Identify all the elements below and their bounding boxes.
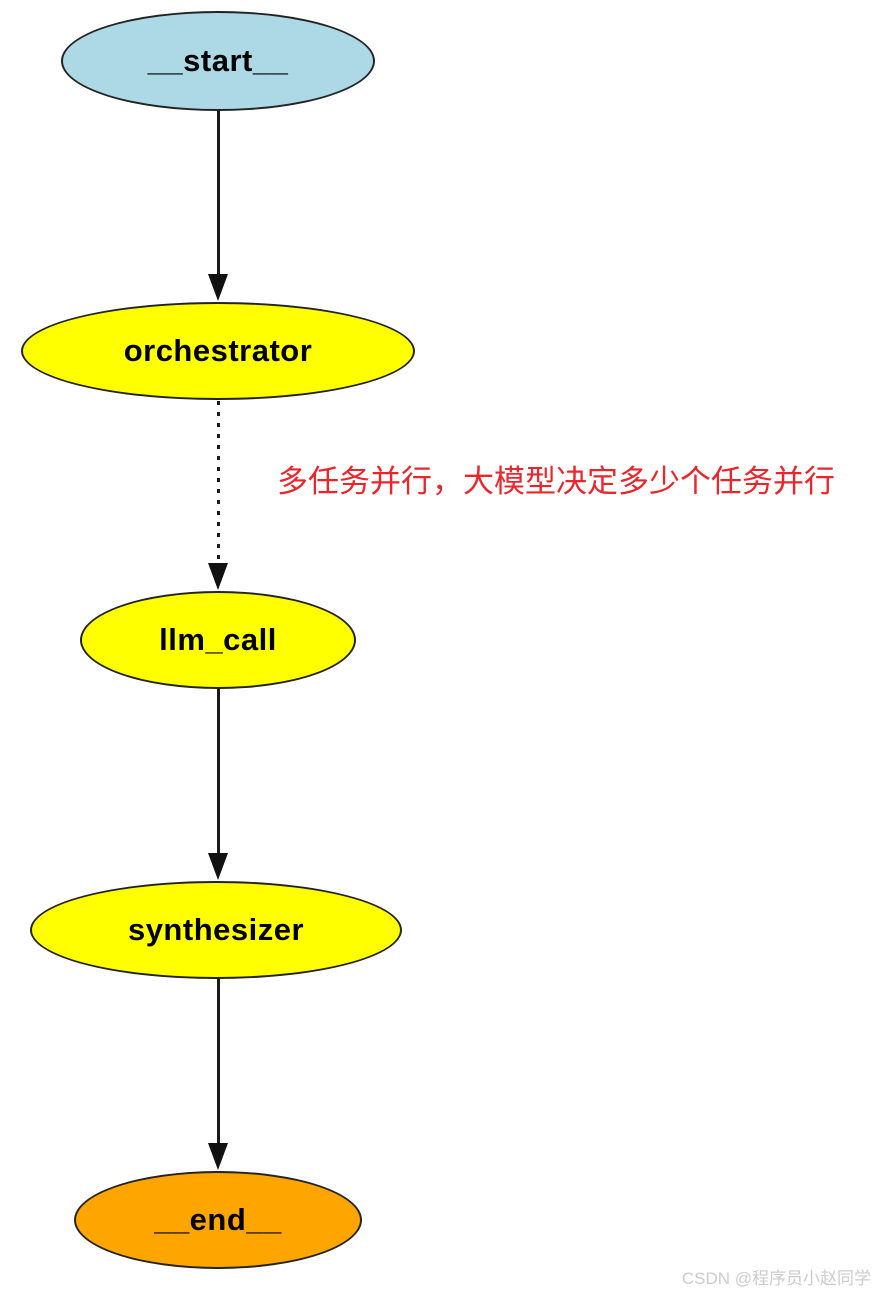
watermark-text: CSDN @程序员小赵同学 xyxy=(681,1269,871,1288)
node-end: __end__ xyxy=(74,1171,362,1269)
arrowhead-down-icon xyxy=(208,853,228,880)
edge-annotation-text: 多任务并行，大模型决定多少个任务并行 xyxy=(277,464,835,499)
node-synthesizer: synthesizer xyxy=(30,881,402,979)
node-synthesizer-label: synthesizer xyxy=(127,912,305,947)
arrowhead-down-icon xyxy=(208,563,228,590)
node-end-label: __end__ xyxy=(154,1202,282,1237)
arrowhead-down-icon xyxy=(208,1143,228,1170)
node-llm-call-label: llm_call xyxy=(159,622,277,657)
edge-llm-call-to-synthesizer-line xyxy=(217,688,220,854)
node-orchestrator-label: orchestrator xyxy=(123,333,313,368)
node-orchestrator: orchestrator xyxy=(21,302,415,400)
edge-orchestrator-to-llm-call-dotted-line xyxy=(217,401,220,563)
edge-synthesizer-to-end-line xyxy=(217,978,220,1144)
arrowhead-down-icon xyxy=(208,274,228,301)
node-llm-call: llm_call xyxy=(80,591,356,689)
node-start: __start__ xyxy=(61,11,375,111)
edge-start-to-orchestrator-line xyxy=(217,110,220,275)
node-start-label: __start__ xyxy=(147,43,289,78)
